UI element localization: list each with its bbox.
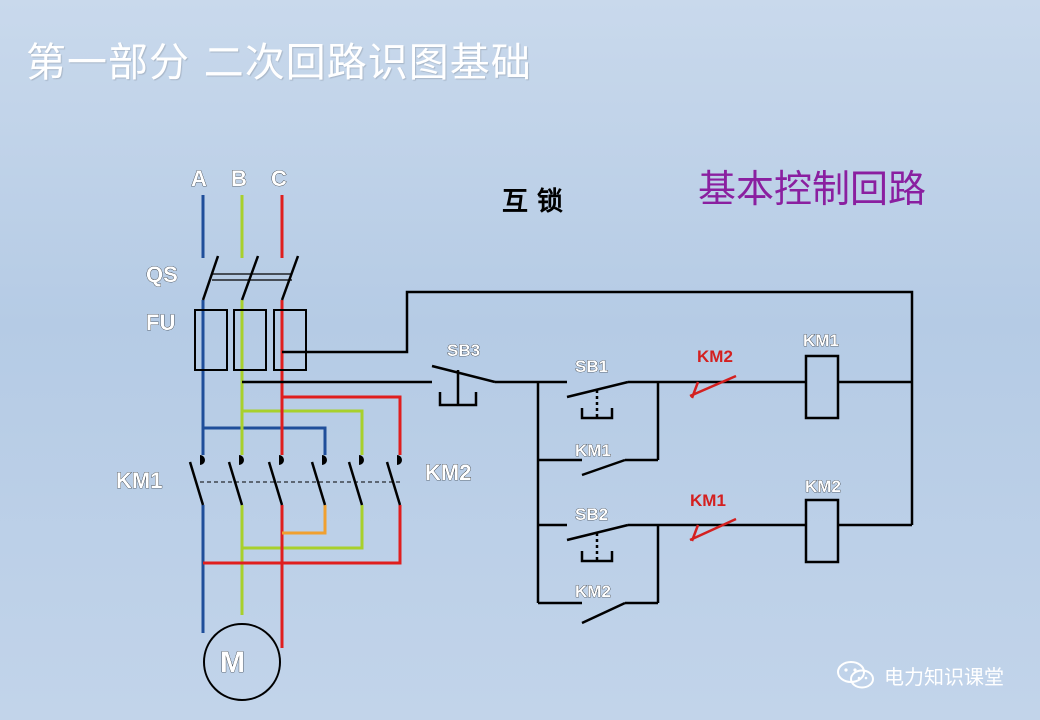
km2-interlock-label: KM2 — [697, 347, 733, 366]
fu-fuses — [194, 309, 307, 371]
diagram-subheading: 互 锁 — [502, 186, 563, 217]
sb3-label: SB3 — [447, 341, 480, 360]
km2-main-label: KM2 — [425, 460, 471, 485]
phase-a-label: A — [191, 166, 207, 191]
km2-jumper-orange — [282, 505, 327, 535]
km2-coil-label: KM2 — [805, 477, 841, 496]
km2-coil — [804, 498, 840, 564]
phase-a-conductor — [201, 195, 327, 633]
motor — [203, 623, 281, 701]
diagram-heading: 基本控制回路 — [698, 167, 926, 211]
control-wiring — [242, 290, 914, 605]
km1-interlock-contact — [689, 517, 738, 542]
phase-c-conductor — [203, 195, 402, 648]
km1-interlock-label: KM1 — [690, 491, 726, 510]
km2-aux-contact — [581, 601, 626, 625]
km1-coil — [804, 354, 840, 420]
km2-interlock-contact — [689, 374, 738, 399]
qs-label: QS — [146, 262, 178, 287]
phase-b-conductor — [240, 195, 364, 615]
km2-aux-label: KM2 — [575, 582, 611, 601]
km1-main-label: KM1 — [116, 468, 162, 493]
fu-label: FU — [146, 310, 175, 335]
watermark-text: 电力知识课堂 — [884, 664, 1004, 689]
sb1-start-button — [566, 380, 629, 420]
km1-aux-contact — [581, 458, 626, 477]
wechat-icon — [837, 661, 874, 689]
slide-title: 第一部分 二次回路识图基础 — [26, 40, 532, 86]
phase-b-label: B — [231, 166, 247, 191]
km1-coil-label: KM1 — [803, 331, 839, 350]
qs-switch — [201, 255, 300, 301]
km-main-contacts — [188, 461, 402, 506]
phase-c-label: C — [271, 166, 287, 191]
motor-label: M — [220, 646, 245, 679]
sb3-stop-button — [431, 364, 496, 407]
sb2-label: SB2 — [575, 505, 608, 524]
km1-aux-label: KM1 — [575, 441, 611, 460]
km-contact-arcs — [200, 455, 402, 465]
sb1-label: SB1 — [575, 357, 608, 376]
sb2-start-button — [566, 523, 629, 563]
watermark: 电力知识课堂 — [836, 660, 1004, 690]
